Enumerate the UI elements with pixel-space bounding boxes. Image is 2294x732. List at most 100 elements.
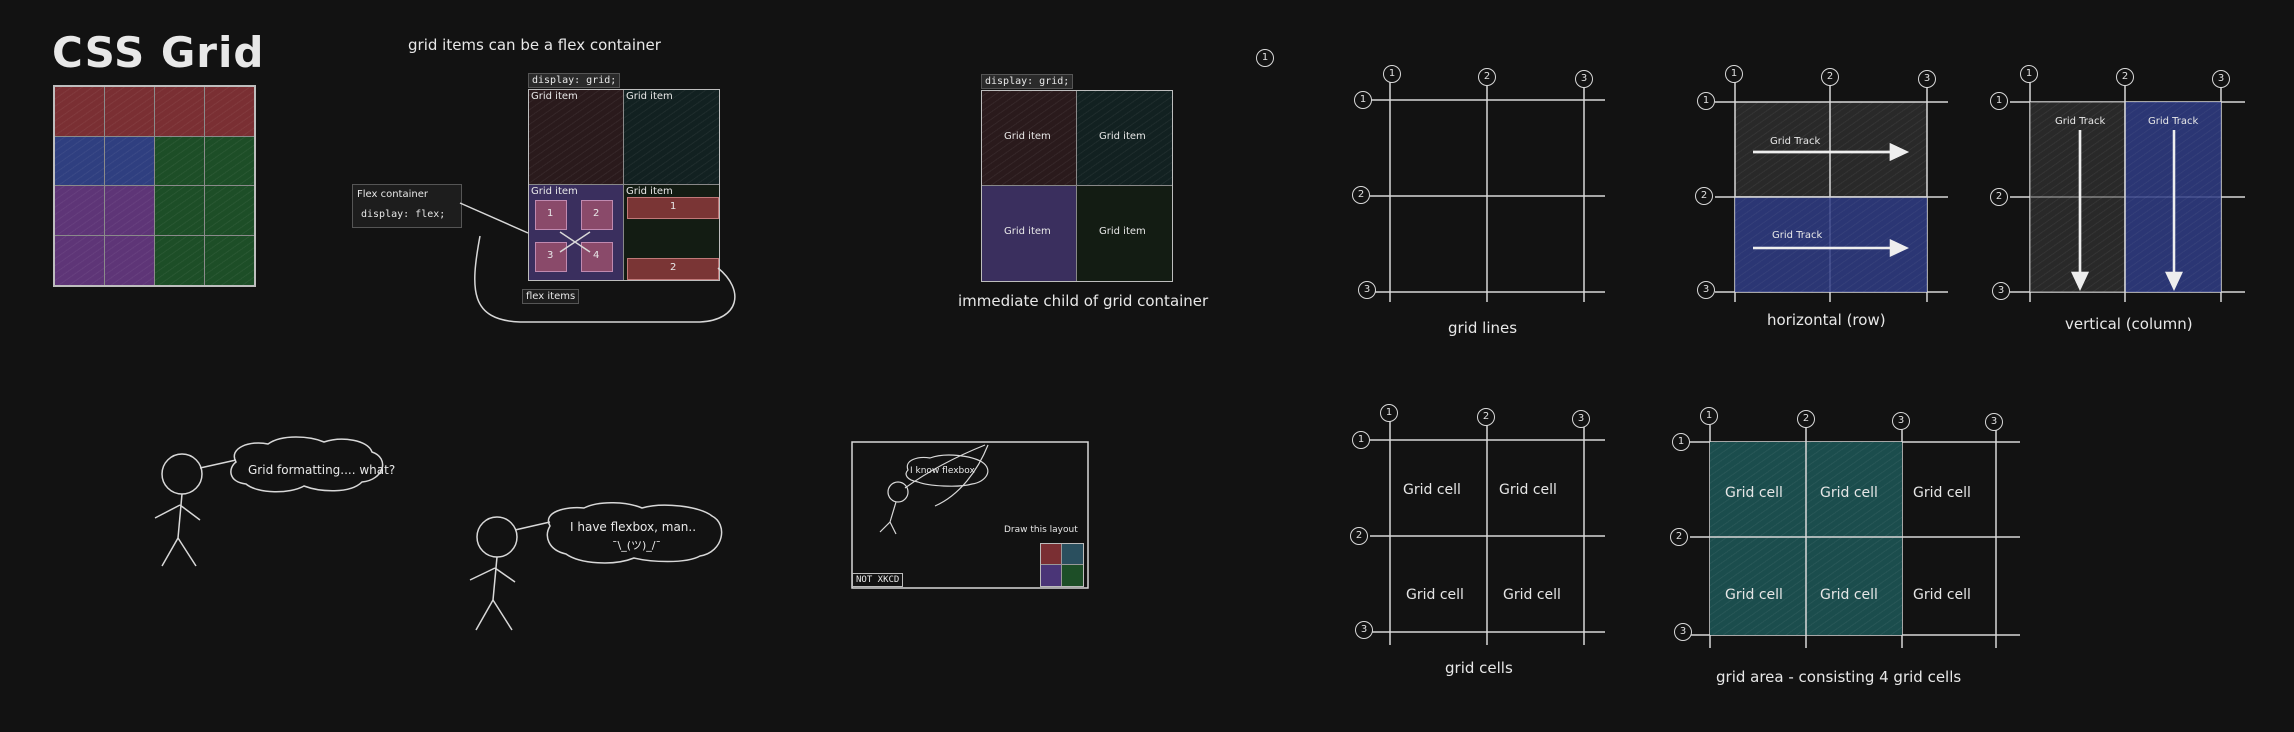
mini-layout [1040,543,1084,587]
grid-area-highlight [1710,442,1902,635]
css-grid-lines [55,87,254,285]
column-line-badge: 1 [1383,65,1401,83]
grid-cell-label: Grid cell [1725,587,1783,603]
row-track-2-highlight [1735,197,1927,292]
speech-text-2: I have flexbox, man.. [570,520,697,534]
row-track-label: Grid Track [1772,230,1823,241]
row-line-badge: 1 [1990,92,2008,110]
comic-speech [905,454,989,487]
row-line-badge: 3 [1697,281,1715,299]
column-line-badge: 3 [1572,410,1590,428]
immediate-caption: immediate child of grid container [958,292,1209,310]
immediate-grid-item-1 [982,91,1077,186]
vertical-caption: vertical (column) [2065,315,2193,333]
grid-cells-caption: grid cells [1445,659,1513,677]
grid-cell-label: Grid cell [1499,482,1557,498]
column-line-badge: 3 [2212,70,2230,88]
grid-area-caption: grid area - consisting 4 grid cells [1716,668,1962,686]
flex-demo-grid-item-1 [529,90,624,185]
row-line-badge: 2 [1670,528,1688,546]
column-track-label: Grid Track [2055,116,2106,127]
grid-item-label: Grid item [531,91,578,102]
css-grid-illustration [53,85,256,287]
page-title: CSS Grid [52,28,265,77]
column-track-label: Grid Track [2148,116,2199,127]
grid-item-label: Grid item [531,186,578,197]
row-line-badge: 1 [1672,433,1690,451]
stick-figure-1 [154,453,237,567]
row-line-badge: 3 [1674,623,1692,641]
row-line-badge: 3 [1992,282,2010,300]
column-line-badge: 1 [1725,65,1743,83]
comic-speech-text: I know flexbox [910,466,975,476]
immediate-grid: Grid item Grid item Grid item Grid item [981,90,1173,282]
row-line-badge: 1 [1697,92,1715,110]
column-line-badge: 3 [1985,413,2003,431]
grid-cells-diagram [1370,420,1605,645]
grid-cell-label: Grid cell [1820,485,1878,501]
grid-cell-label: Grid cell [1406,587,1464,603]
flex-item-3: 3 [535,242,567,272]
row-line-badge: 3 [1358,281,1376,299]
grid-lines-diagram [1370,82,1605,302]
flex-item-4: 4 [581,242,613,272]
grid-item-label: Grid item [626,91,673,102]
comic-frame [851,441,1089,589]
horizontal-caption: horizontal (row) [1767,311,1886,329]
speech-bubble-1 [230,436,384,493]
immediate-grid-item-3 [982,186,1077,281]
grid-cell-label: Grid cell [1820,587,1878,603]
grid-item-label: Grid item [1099,131,1146,142]
flex-item-1: 1 [535,200,567,230]
grid-item-label: Grid item [1004,131,1051,142]
flex-item-2: 2 [581,200,613,230]
flex-demo-heading: grid items can be a flex container [408,36,661,54]
column-line-badge: 2 [1797,410,1815,428]
column-line-badge: 2 [1478,68,1496,86]
row-line-badge: 2 [1695,187,1713,205]
comic-stick [879,444,989,535]
column-line-badge: 1 [1700,407,1718,425]
row-line-badge: 2 [1350,527,1368,545]
grid-item-label: Grid item [626,186,673,197]
flex-demo-display-tag: display: grid; [528,73,621,88]
flex-items-label: flex items [522,289,580,304]
column-track-1 [2030,102,2125,292]
grid-cell-label: Grid cell [1913,587,1971,603]
row-track-label: Grid Track [1770,136,1821,147]
stick-figure-2 [469,516,551,631]
row-line-badge: 1 [1352,431,1370,449]
flex-demo-grid-item-2 [624,90,719,185]
column-line-badge: 3 [1918,70,1936,88]
grid-item-label: Grid item [1099,226,1146,237]
column-track-2-highlight [2125,102,2221,292]
flex-bar-1: 1 [627,197,719,219]
grid-cell-label: Grid cell [1503,587,1561,603]
flex-container-callout: Flex container display: flex; [352,184,462,228]
row-line-badge: 1 [1354,91,1372,109]
shrug-text: ¯\_(ツ)_/¯ [612,539,661,552]
column-line-badge: 2 [2116,68,2134,86]
row-line-badge: 2 [1352,186,1370,204]
comic-draw-label: Draw this layout [1004,525,1078,535]
flex-demo-grid: 1 2 3 4 1 2 Grid item Grid item Grid ite… [528,89,720,281]
grid-cell-label: Grid cell [1913,485,1971,501]
column-line-badge: 2 [1821,68,1839,86]
not-xkcd-label: NOT XKCD [852,573,904,587]
lone-badge: 1 [1256,49,1274,67]
column-line-badge: 2 [1477,408,1495,426]
speech-text-1: Grid formatting.... what? [248,463,396,477]
column-line-badge: 1 [1380,404,1398,422]
column-line-badge: 3 [1892,412,1910,430]
row-line-badge: 2 [1990,188,2008,206]
grid-cell-label: Grid cell [1403,482,1461,498]
column-line-badge: 1 [2020,65,2038,83]
row-line-badge: 3 [1355,621,1373,639]
immediate-grid-item-4 [1077,186,1172,281]
grid-item-label: Grid item [1004,226,1051,237]
grid-cell-label: Grid cell [1725,485,1783,501]
immediate-display-tag: display: grid; [981,74,1074,89]
speech-bubble-2 [546,502,723,564]
